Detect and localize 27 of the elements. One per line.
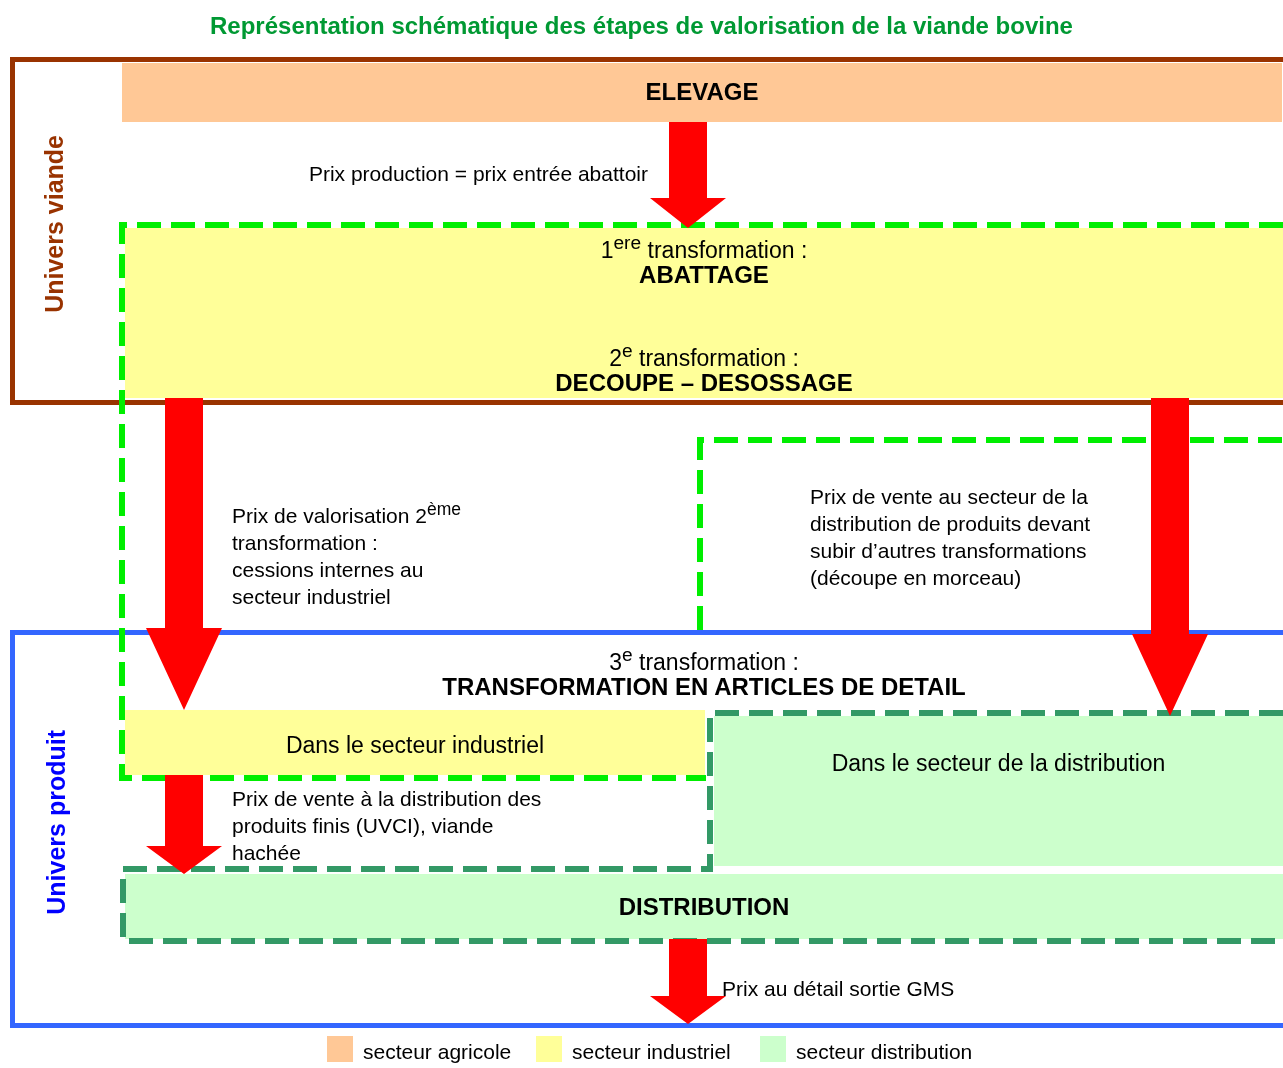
- flow-arrow: [1132, 398, 1208, 716]
- edge-label: Prix au détail sortie GMS: [722, 976, 956, 1002]
- edge-label: Prix de vente au secteur de la distribution de produits devant subir d’autres transformations (découpe en morceau): [810, 484, 1092, 591]
- stage-name: DISTRIBUTION: [618, 892, 790, 922]
- group-title: Univers viande: [40, 135, 69, 313]
- legend-label: secteur agricole: [363, 1040, 512, 1064]
- stage-band: [125, 228, 1283, 398]
- flow-arrow: [146, 398, 222, 710]
- node-text: Dans le secteur industriel: [285, 731, 545, 760]
- node-text: Dans le secteur de la distribution: [831, 749, 1166, 778]
- stage-band: [125, 874, 1283, 939]
- group-frame: [10, 630, 1283, 1028]
- flow-arrow: [650, 939, 726, 1024]
- sector-box: [714, 716, 1283, 866]
- group-frame: [10, 57, 1283, 405]
- flow-arrow: [650, 122, 726, 228]
- legend-label: secteur industriel: [572, 1040, 731, 1064]
- legend-label: secteur distribution: [796, 1040, 973, 1064]
- group-title: Univers produit: [42, 730, 71, 915]
- edge-label: Prix de vente à la distribution des produits finis (UVCI), viande hachée: [232, 786, 543, 866]
- diagram-title: Représentation schématique des étapes de valorisation de la viande bovine: [209, 12, 1074, 40]
- edge-label: Prix de valorisation 2$^{ème}$ transformation : cessions internes au secteur industriel: [232, 498, 462, 610]
- edge-label: Prix production = prix entrée abattoir: [307, 161, 648, 187]
- sector-box: [125, 710, 705, 775]
- flow-arrow: [146, 775, 222, 874]
- stage-band: [122, 63, 1282, 122]
- stage-name: ELEVAGE: [645, 77, 759, 107]
